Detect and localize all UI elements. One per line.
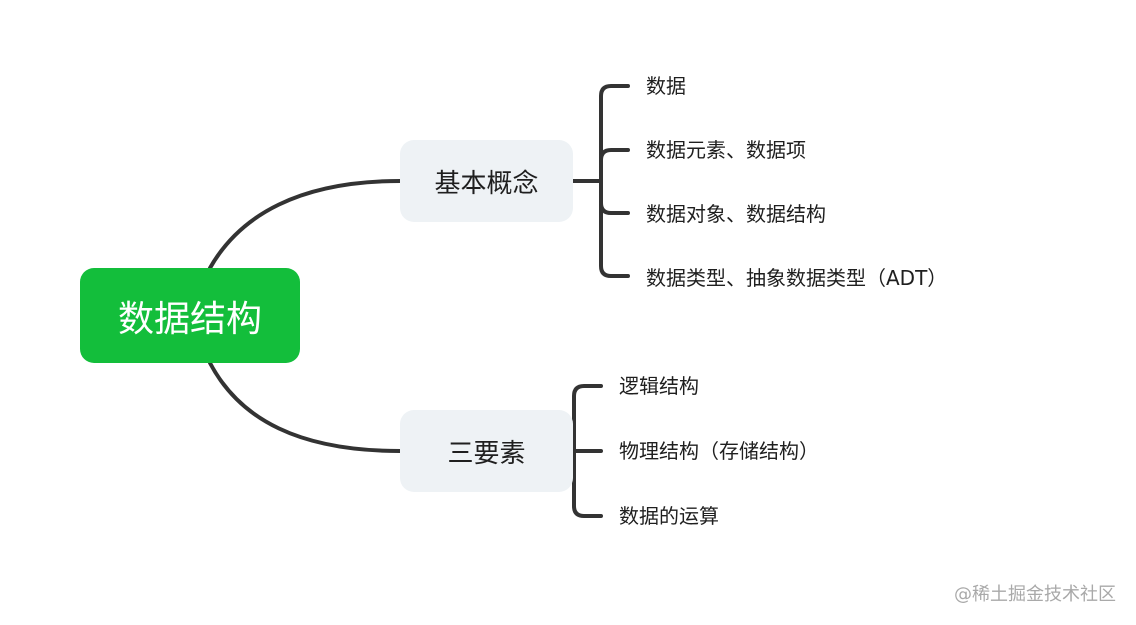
leaf-node[interactable]: 数据对象、数据结构 <box>646 202 826 226</box>
branch-node-label: 三要素 <box>447 438 526 469</box>
root-node[interactable]: 数据结构 <box>80 268 300 363</box>
leaf-node[interactable]: 数据元素、数据项 <box>646 138 806 162</box>
leaf-node[interactable]: 物理结构（存储结构） <box>619 439 819 463</box>
root-node-label: 数据结构 <box>117 298 262 340</box>
branch-node-three-elements[interactable]: 三要素 <box>400 410 573 492</box>
branch-node-label: 基本概念 <box>434 168 539 199</box>
connector-root-to-basic <box>208 179 402 270</box>
bracket-basic-tick-3 <box>599 201 630 215</box>
bracket-basic-tick-2 <box>599 148 630 162</box>
leaf-node[interactable]: 数据类型、抽象数据类型（ADT） <box>646 266 948 290</box>
watermark: @稀土掘金技术社区 <box>954 584 1116 605</box>
leaf-node[interactable]: 数据的运算 <box>619 504 719 528</box>
leaf-node[interactable]: 逻辑结构 <box>619 374 699 398</box>
branch-node-basic-concepts[interactable]: 基本概念 <box>400 140 573 222</box>
leaf-node[interactable]: 数据 <box>646 74 686 98</box>
connector-root-to-three <box>208 361 402 453</box>
bracket-basic-spine <box>599 84 630 278</box>
